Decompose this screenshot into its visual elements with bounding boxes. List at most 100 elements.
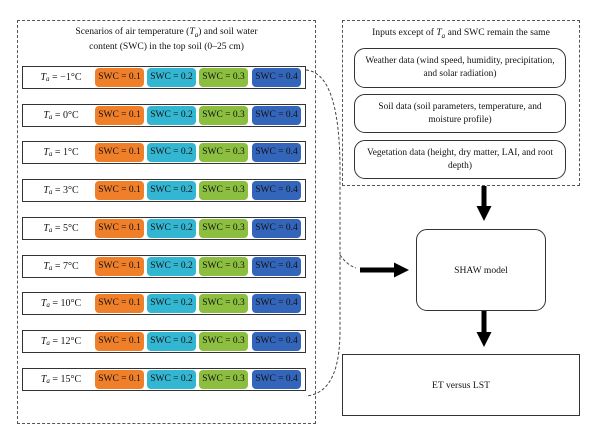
swc-badge: SWC = 0.1 [95, 68, 144, 87]
swc-badge: SWC = 0.4 [252, 256, 301, 276]
dashed-bracket [305, 69, 341, 397]
inputs-title-symbol: T [436, 27, 442, 38]
scenarios-title-line2: content (SWC) in the top soil (0–25 cm) [89, 41, 244, 53]
swc-badge: SWC = 0.4 [252, 105, 301, 125]
weather-data-label: Weather data (wind speed, humidity, prec… [365, 56, 555, 79]
swc-badge: SWC = 0.4 [252, 68, 301, 87]
temperature-subscript: a [46, 376, 50, 385]
swc-badge: SWC = 0.1 [95, 218, 144, 238]
air-temperature-label: Ta = 12°C [27, 331, 95, 352]
temperature-symbol: T [40, 298, 47, 310]
swc-badge: SWC = 0.1 [95, 294, 144, 314]
inputs-title-sub: a [441, 31, 446, 40]
scenarios-panel [17, 20, 316, 424]
swc-badge: SWC = 0.2 [147, 256, 196, 276]
swc-badge: SWC = 0.1 [95, 181, 144, 201]
temperature-symbol: T [43, 260, 49, 272]
temperature-value: = 1°C [52, 147, 79, 159]
swc-badge: SWC = 0.1 [95, 369, 144, 389]
scenarios-title: Scenarios of air temperature (Ta) and so… [17, 26, 316, 54]
temperature-value: = 12°C [49, 335, 82, 347]
temperature-symbol: T [43, 185, 49, 197]
temperature-value: = 10°C [49, 298, 82, 310]
scenarios-title-part: Scenarios of air temperature ( [75, 26, 190, 37]
swc-badge: SWC = 0.4 [252, 143, 301, 163]
inputs-title-part: Inputs except of [372, 27, 437, 38]
swc-badge: SWC = 0.4 [252, 331, 301, 351]
scenarios-title-part: ) and soil water [198, 26, 258, 37]
temperature-symbol: T [40, 72, 47, 83]
shaw-model-box: SHAW model [416, 229, 546, 311]
air-temperature-label: Ta = 1°C [27, 142, 95, 163]
temperature-subscript: a [46, 338, 50, 347]
swc-badge: SWC = 0.2 [147, 218, 196, 238]
output-box: ET versus LST [342, 354, 580, 416]
swc-badge: SWC = 0.3 [199, 218, 248, 238]
air-temperature-label: Ta = −1°C [27, 67, 95, 88]
swc-badge: SWC = 0.4 [252, 218, 301, 238]
swc-badge: SWC = 0.3 [199, 105, 248, 125]
air-temperature-label: Ta = 10°C [27, 293, 95, 314]
inputs-panel [342, 20, 580, 186]
inputs-title: Inputs except of Ta and SWC remain the s… [342, 27, 580, 42]
temperature-subscript: a [46, 75, 50, 83]
shaw-model-label: SHAW model [454, 264, 508, 276]
swc-badge: SWC = 0.2 [147, 181, 196, 201]
temperature-value: = −1°C [49, 72, 82, 83]
swc-badge: SWC = 0.2 [147, 331, 196, 351]
soil-data-label: Soil data (soil parameters, temperature,… [378, 101, 542, 125]
swc-badge: SWC = 0.1 [95, 331, 144, 351]
temperature-symbol: T [43, 222, 49, 234]
swc-badge: SWC = 0.2 [147, 294, 196, 314]
temperature-symbol: T [40, 335, 47, 347]
temperature-subscript: a [48, 225, 53, 234]
swc-badge: SWC = 0.1 [95, 256, 144, 276]
swc-badge: SWC = 0.3 [199, 143, 248, 163]
vegetation-data-box: Vegetation data (height, dry matter, LAI… [354, 140, 566, 179]
air-temperature-label: Ta = 3°C [27, 180, 95, 201]
vegetation-data-label: Vegetation data (height, dry matter, LAI… [366, 147, 554, 171]
swc-badge: SWC = 0.2 [147, 105, 196, 125]
swc-badge: SWC = 0.1 [95, 143, 144, 163]
temperature-subscript: a [48, 188, 53, 197]
air-temperature-label: Ta = 0°C [27, 105, 95, 126]
temperature-symbol: T [43, 109, 49, 121]
swc-badge: SWC = 0.4 [252, 369, 301, 389]
air-temperature-label: Ta = 5°C [27, 218, 95, 239]
temperature-symbol: T [40, 373, 47, 385]
swc-badge: SWC = 0.3 [199, 68, 248, 87]
air-temperature-label: Ta = 15°C [27, 369, 95, 390]
temperature-subscript: a [46, 301, 50, 310]
swc-badge: SWC = 0.2 [147, 68, 196, 87]
swc-badge: SWC = 0.3 [199, 331, 248, 351]
swc-badge: SWC = 0.4 [252, 181, 301, 201]
temperature-subscript: a [48, 150, 53, 159]
soil-data-box: Soil data (soil parameters, temperature,… [354, 94, 566, 133]
air-temperature-label: Ta = 7°C [27, 256, 95, 277]
weather-data-box: Weather data (wind speed, humidity, prec… [354, 48, 566, 88]
temperature-value: = 3°C [52, 185, 79, 197]
swc-badge: SWC = 0.1 [95, 105, 144, 125]
swc-badge: SWC = 0.3 [199, 294, 248, 314]
temperature-value: = 5°C [52, 222, 79, 234]
swc-badge: SWC = 0.4 [252, 294, 301, 314]
dashed-bracket-tip [339, 254, 357, 269]
scenarios-title-sub: a [194, 30, 199, 39]
swc-badge: SWC = 0.2 [147, 369, 196, 389]
swc-badge: SWC = 0.2 [147, 143, 196, 163]
swc-badge: SWC = 0.3 [199, 256, 248, 276]
temperature-subscript: a [48, 263, 53, 272]
inputs-title-part: and SWC remain the same [445, 27, 550, 38]
output-label: ET versus LST [432, 379, 490, 391]
swc-badge: SWC = 0.3 [199, 369, 248, 389]
